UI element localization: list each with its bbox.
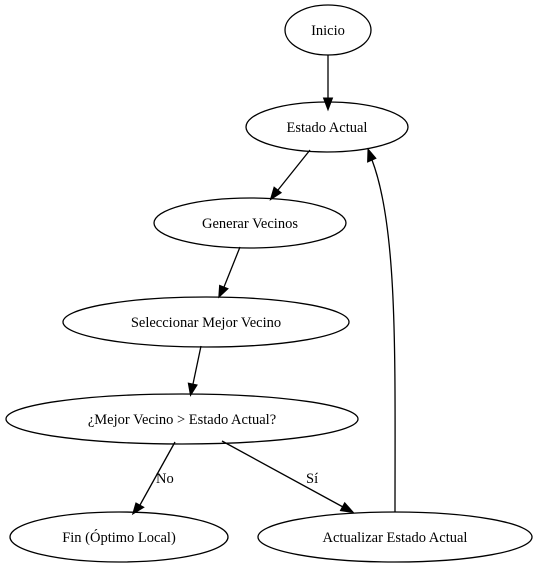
node-estado-actual-label: Estado Actual bbox=[287, 120, 368, 136]
node-generar-vecinos: Generar Vecinos bbox=[153, 197, 347, 249]
node-estado-actual: Estado Actual bbox=[245, 101, 409, 153]
edge-label-si: Sí bbox=[306, 471, 318, 487]
edge-inicio-to-estado-actual bbox=[322, 55, 334, 112]
node-decision: ¿Mejor Vecino > Estado Actual? bbox=[5, 393, 359, 445]
edge-decision-to-actualizar bbox=[221, 440, 355, 514]
node-inicio-label: Inicio bbox=[311, 23, 345, 39]
edge-generar-vecinos-to-seleccionar bbox=[218, 246, 241, 299]
edge-label-no: No bbox=[156, 471, 174, 487]
node-actualizar-estado-actual: Actualizar Estado Actual bbox=[257, 511, 533, 563]
edge-decision-to-fin bbox=[131, 441, 176, 516]
edge-estado-actual-to-generar-vecinos bbox=[269, 149, 311, 201]
edge-actualizar-to-estado-actual bbox=[367, 147, 396, 513]
node-seleccionar-mejor-vecino: Seleccionar Mejor Vecino bbox=[62, 296, 350, 348]
node-fin-label: Fin (Óptimo Local) bbox=[62, 529, 176, 546]
node-generar-vecinos-label: Generar Vecinos bbox=[202, 216, 298, 232]
edge-seleccionar-to-decision bbox=[187, 345, 202, 397]
node-inicio: Inicio bbox=[284, 4, 372, 56]
node-actualizar-estado-actual-label: Actualizar Estado Actual bbox=[323, 530, 468, 546]
node-decision-label: ¿Mejor Vecino > Estado Actual? bbox=[88, 412, 276, 428]
node-fin: Fin (Óptimo Local) bbox=[9, 511, 229, 563]
node-seleccionar-mejor-vecino-label: Seleccionar Mejor Vecino bbox=[131, 315, 281, 331]
